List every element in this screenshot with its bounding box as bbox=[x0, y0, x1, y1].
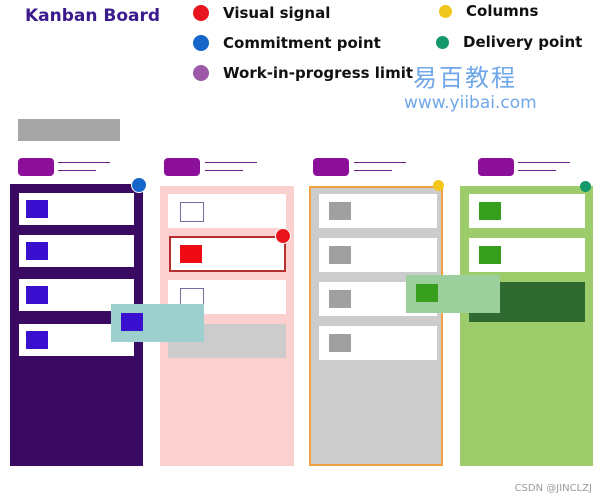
blue-dot-icon bbox=[193, 35, 209, 51]
red-dot-icon bbox=[193, 5, 209, 21]
column-header-line bbox=[354, 170, 392, 171]
legend-label: Visual signal bbox=[223, 4, 331, 22]
legend-label: Work-in-progress limit bbox=[223, 64, 414, 82]
column-header-line bbox=[518, 170, 556, 171]
kanban-card[interactable] bbox=[469, 194, 585, 228]
card-marker bbox=[329, 334, 351, 352]
columns-icon bbox=[433, 180, 444, 191]
moving-card[interactable] bbox=[111, 304, 204, 342]
green-dot-icon bbox=[436, 35, 449, 49]
card-marker bbox=[26, 242, 48, 260]
card-marker bbox=[329, 202, 351, 220]
column-in-progress bbox=[309, 186, 443, 466]
watermark-en: www.yiibai.com bbox=[404, 93, 537, 113]
legend-delivery-point: Delivery point bbox=[436, 33, 582, 51]
legend-label: Commitment point bbox=[223, 34, 381, 52]
column-header-line bbox=[205, 162, 257, 163]
legend-commitment-point: Commitment point bbox=[193, 34, 381, 52]
card-marker bbox=[26, 331, 48, 349]
delivery-point-icon bbox=[580, 181, 591, 192]
column-header-line bbox=[58, 162, 110, 163]
column-done bbox=[460, 186, 593, 466]
card-marker bbox=[416, 284, 438, 302]
card-marker bbox=[180, 245, 202, 263]
moving-card[interactable] bbox=[406, 275, 500, 313]
legend-label: Delivery point bbox=[463, 33, 583, 51]
kanban-card[interactable] bbox=[319, 194, 437, 228]
column-header-line bbox=[518, 162, 570, 163]
kanban-card[interactable] bbox=[319, 238, 437, 272]
kanban-card[interactable] bbox=[469, 238, 585, 272]
card-marker bbox=[479, 202, 501, 220]
yellow-dot-icon bbox=[439, 4, 452, 18]
purple-dot-icon bbox=[193, 65, 209, 81]
kanban-card[interactable] bbox=[168, 194, 286, 228]
legend-wip-limit: Work-in-progress limit bbox=[193, 64, 413, 82]
card-marker bbox=[26, 200, 48, 218]
column-header-pill bbox=[164, 158, 200, 176]
column-header-line bbox=[58, 170, 96, 171]
kanban-card[interactable] bbox=[19, 193, 134, 225]
visual-signal-icon bbox=[275, 228, 291, 244]
column-header-pill bbox=[313, 158, 349, 176]
column-header-pill bbox=[18, 158, 54, 176]
commitment-point-icon bbox=[131, 177, 147, 193]
card-marker bbox=[26, 286, 48, 304]
kanban-card[interactable] bbox=[319, 326, 437, 360]
legend-label: Columns bbox=[466, 2, 539, 20]
card-marker bbox=[180, 202, 204, 222]
card-marker bbox=[479, 246, 501, 264]
card-marker bbox=[121, 313, 143, 331]
credit-text: CSDN @JINCLZJ bbox=[514, 483, 592, 494]
legend-columns: Columns bbox=[439, 2, 538, 20]
watermark-cn: 易百教程 bbox=[413, 64, 517, 92]
board-header-bar bbox=[18, 119, 120, 141]
kanban-card-blocked[interactable] bbox=[169, 236, 286, 272]
kanban-card[interactable] bbox=[19, 235, 134, 267]
legend-visual-signal: Visual signal bbox=[193, 4, 330, 22]
card-marker bbox=[329, 290, 351, 308]
card-marker bbox=[329, 246, 351, 264]
column-header-line bbox=[354, 162, 406, 163]
column-header-pill bbox=[478, 158, 514, 176]
column-todo bbox=[160, 186, 294, 466]
column-header-line bbox=[205, 170, 243, 171]
board-title: Kanban Board bbox=[25, 6, 161, 26]
